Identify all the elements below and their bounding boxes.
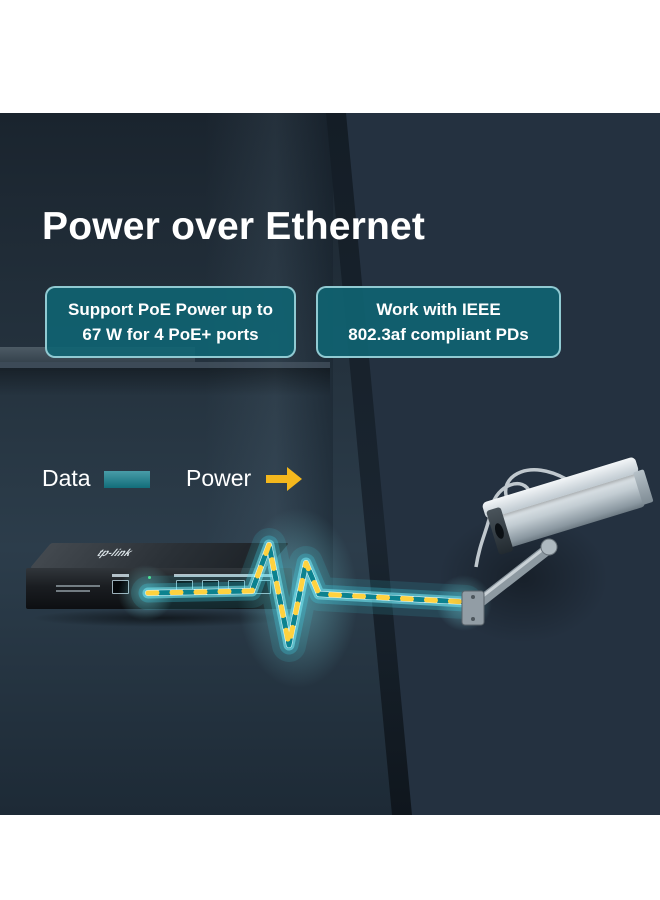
legend: Data Power [42,463,362,497]
railing-shadow [0,368,330,396]
feature-box-poe-power: Support PoE Power up to 67 W for 4 PoE+ … [45,286,296,358]
feature-box-line: 67 W for 4 PoE+ ports [82,325,259,344]
legend-power-label: Power [186,465,252,491]
power-arrow-icon [266,466,306,492]
mount-joint [540,538,558,556]
feature-box-line: Support PoE Power up to [68,299,273,319]
arrow-head [287,467,302,491]
port-label-strip [112,574,129,577]
page-title: Power over Ethernet [42,205,426,248]
ethernet-port [112,580,129,594]
data-color-swatch [104,471,150,488]
poe-cable [131,528,483,662]
feature-box-ieee: Work with IEEE 802.3af compliant PDs [316,286,561,358]
wall-plate [461,590,485,626]
mount-arm [470,543,554,611]
wall-left [0,113,399,815]
feature-box-line: Work with IEEE [376,299,501,319]
security-camera [418,443,660,653]
feature-box-line: 802.3af compliant PDs [348,325,529,344]
background-photo: Power over Ethernet Support PoE Power up… [0,113,660,815]
legend-data-label: Data [42,465,91,491]
status-led [148,576,151,579]
arrow-tail [266,475,287,483]
mount-arm-highlight [472,545,548,605]
camera-lens [493,522,506,540]
port-label-strip [174,574,273,577]
switch-spec-text [56,582,100,595]
railing-edge [0,362,330,368]
bolt [471,595,475,599]
bolt [471,617,475,621]
switch-shadow [32,609,290,627]
